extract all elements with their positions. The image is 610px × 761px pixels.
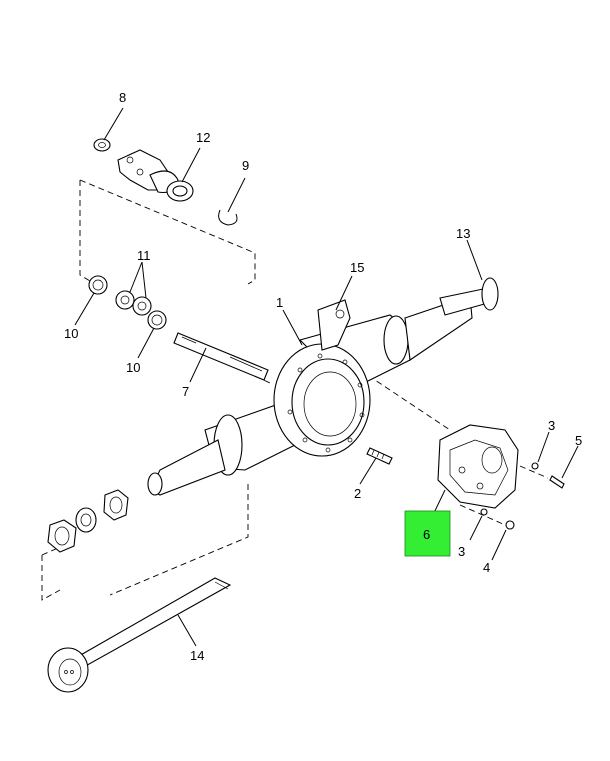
part-12-seal bbox=[166, 180, 194, 202]
part-7-pinion-shaft bbox=[173, 332, 269, 381]
part-left-spindle bbox=[147, 414, 243, 496]
callout-12[interactable]: 12 bbox=[196, 130, 210, 145]
part-14-axle-shaft bbox=[47, 577, 232, 693]
callout-10b[interactable]: 10 bbox=[126, 360, 140, 375]
callout-13[interactable]: 13 bbox=[456, 226, 470, 241]
part-axle-nut-outer bbox=[103, 489, 129, 521]
callout-11[interactable]: 11 bbox=[137, 248, 151, 263]
callout-10a[interactable]: 10 bbox=[64, 326, 78, 341]
part-lock-washer bbox=[75, 507, 97, 533]
callout-3-upper[interactable]: 3 bbox=[548, 418, 555, 433]
callout-labels: 8 12 9 11 10 10 7 1 15 13 2 3 5 6 3 4 14 bbox=[64, 90, 582, 663]
callout-15[interactable]: 15 bbox=[350, 260, 364, 275]
part-5-bolt bbox=[549, 475, 565, 489]
part-3-washer-upper bbox=[531, 462, 539, 470]
part-2-stud bbox=[366, 447, 393, 465]
part-4-nut bbox=[505, 520, 515, 530]
part-10-bearing-cup-right bbox=[147, 310, 167, 330]
callout-9[interactable]: 9 bbox=[242, 158, 249, 173]
callout-6-highlight bbox=[404, 510, 451, 557]
phantom-box-lower bbox=[41, 484, 249, 601]
callout-2[interactable]: 2 bbox=[354, 486, 361, 501]
callout-8[interactable]: 8 bbox=[119, 90, 126, 105]
part-axle-nut-inner bbox=[47, 519, 77, 553]
phantom-box-upper bbox=[79, 179, 256, 288]
part-10-bearing-cup-left bbox=[88, 275, 108, 295]
callout-4[interactable]: 4 bbox=[483, 560, 490, 575]
part-11-bearing-cones bbox=[115, 290, 152, 316]
callout-1[interactable]: 1 bbox=[276, 295, 283, 310]
leader-lines bbox=[74, 107, 579, 647]
callout-7[interactable]: 7 bbox=[182, 384, 189, 399]
part-3-washer-lower bbox=[480, 508, 488, 516]
callout-5[interactable]: 5 bbox=[575, 433, 582, 448]
part-13-spindle-flange bbox=[383, 277, 499, 365]
part-9-snap-ring bbox=[218, 209, 238, 226]
callout-3-lower[interactable]: 3 bbox=[458, 544, 465, 559]
part-8-nut bbox=[93, 138, 111, 152]
callout-14[interactable]: 14 bbox=[190, 648, 204, 663]
callout-6[interactable]: 6 bbox=[423, 527, 430, 542]
part-6-carrier-cover bbox=[437, 424, 519, 509]
